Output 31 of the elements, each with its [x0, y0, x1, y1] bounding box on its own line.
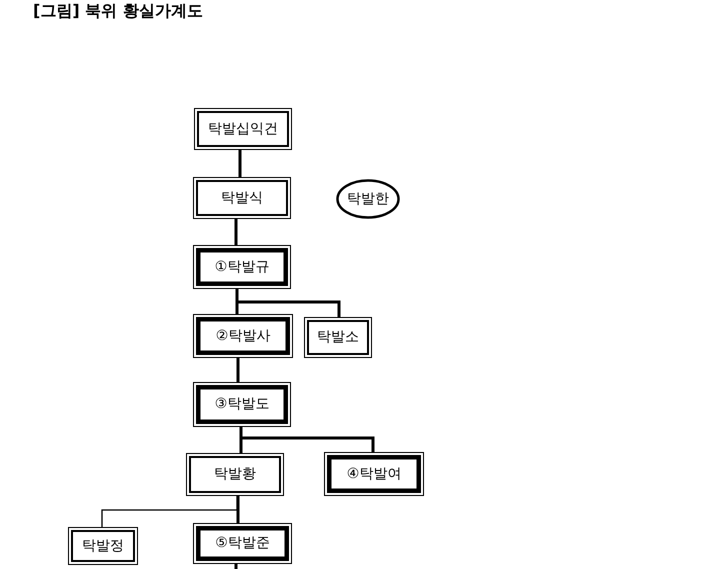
connector-line: [236, 289, 340, 317]
figure-title: [그림] 북위 황실가계도: [33, 1, 203, 21]
person-name: 탁발정: [82, 538, 124, 554]
person-box: [193, 314, 293, 358]
person-name: ③탁발도: [214, 396, 270, 413]
person-box: [193, 177, 291, 219]
person-name: ②탁발사: [216, 328, 270, 344]
connector-line: [101, 496, 238, 527]
person-box: [304, 317, 372, 358]
person-box: [68, 527, 138, 565]
person-name: ④탁발여: [346, 466, 402, 482]
person-name: 탁발한: [347, 190, 389, 208]
person-name: ①탁발규: [214, 258, 270, 276]
connector-line: [238, 150, 242, 177]
connector-line: [240, 427, 374, 452]
person-box: [193, 245, 291, 289]
person-box: [193, 382, 291, 427]
person-name: 탁발소: [317, 329, 359, 346]
person-name: ⑤탁발준: [215, 535, 270, 552]
person-box: [194, 108, 292, 150]
connector-line: [234, 564, 238, 569]
person-name: 탁발황: [214, 466, 256, 483]
connector-line: [236, 358, 240, 382]
connector-line: [234, 219, 238, 245]
person-name: 탁발십익건: [208, 120, 278, 138]
person-box: [324, 452, 424, 496]
person-box: [186, 453, 284, 496]
person-ellipse: [336, 179, 400, 219]
connector-line: [236, 496, 240, 523]
person-name: 탁발식: [221, 190, 263, 206]
person-box: [193, 523, 292, 564]
